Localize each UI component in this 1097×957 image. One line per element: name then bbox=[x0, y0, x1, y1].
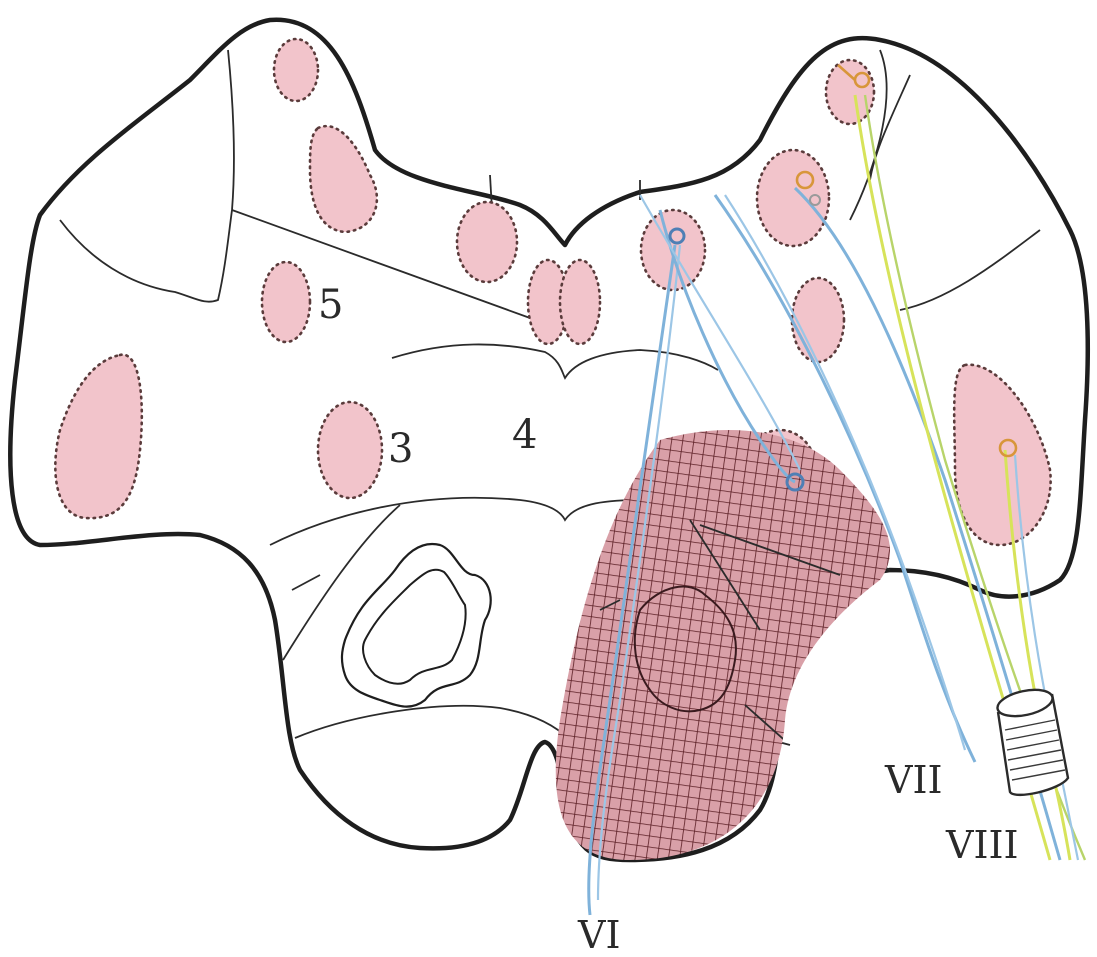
nucleus-3 bbox=[318, 402, 382, 498]
label-vi: VI bbox=[577, 913, 620, 957]
nucleus-right-upper bbox=[757, 150, 829, 246]
label-viii: VIII bbox=[945, 823, 1018, 867]
brainstem-outline bbox=[10, 20, 1087, 860]
label-vii: VII bbox=[884, 758, 942, 802]
label-5: 5 bbox=[318, 282, 343, 328]
cylinder-icon bbox=[995, 685, 1068, 794]
nucleus-central-upper bbox=[457, 202, 517, 282]
nucleus-right-middle bbox=[792, 278, 844, 362]
label-3: 3 bbox=[388, 426, 413, 472]
label-4: 4 bbox=[512, 412, 537, 458]
nucleus-top-left bbox=[274, 39, 318, 101]
nucleus-5 bbox=[262, 262, 310, 342]
nucleus-midline-right bbox=[560, 260, 600, 344]
